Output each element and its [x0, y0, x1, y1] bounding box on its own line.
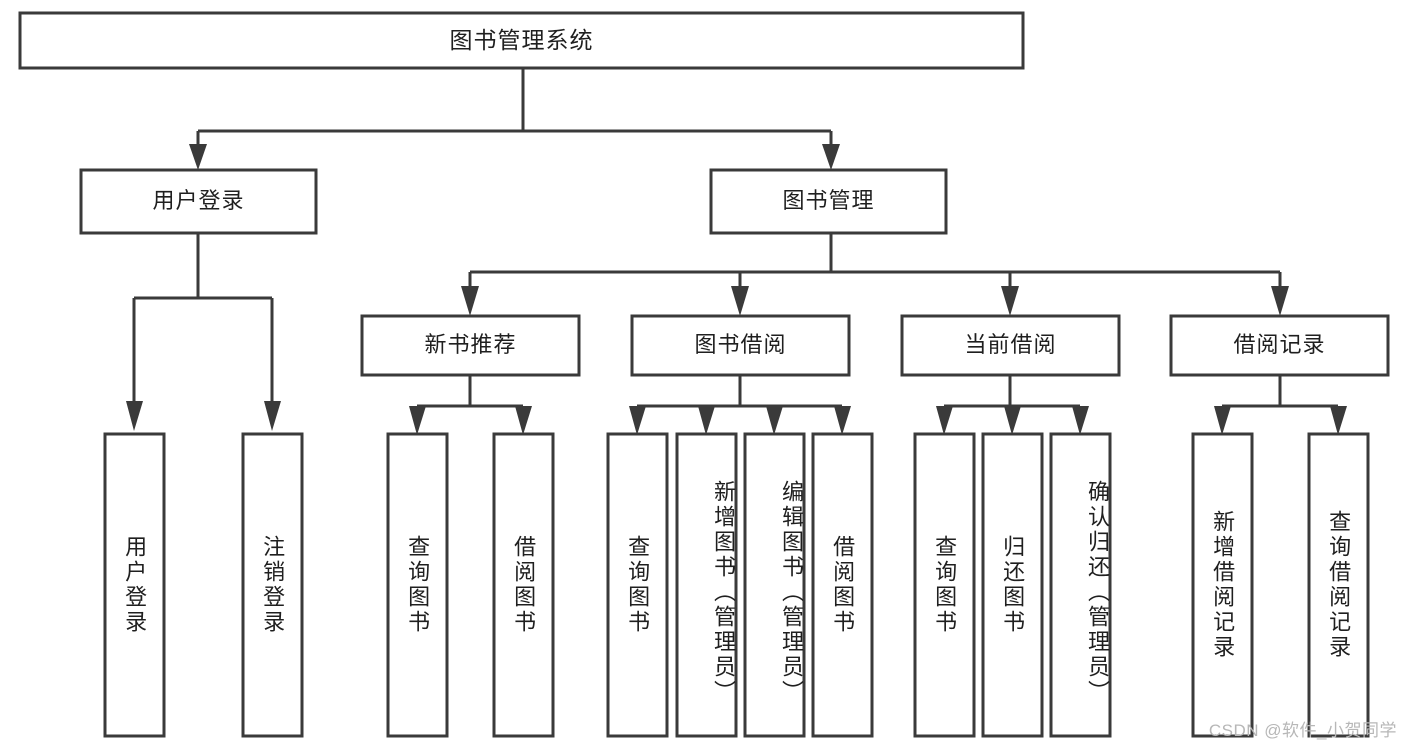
- arrow-leaf-borrow-book-2: [834, 406, 851, 435]
- node-borrow-record-box[interactable]: [1169, 314, 1390, 377]
- leaf-return-book-box[interactable]: [981, 432, 1044, 738]
- leaf-query-book-2-box[interactable]: [606, 432, 669, 738]
- arrow-current-borrow: [1001, 286, 1019, 316]
- arrow-leaf-borrow-book-1: [515, 406, 532, 435]
- arrow-leaf-add-borrow-record: [1214, 406, 1231, 435]
- leaf-edit-book-box[interactable]: [743, 432, 806, 738]
- leaf-add-book-box[interactable]: [675, 432, 738, 738]
- arrow-leaf-query-borrow-record: [1330, 406, 1347, 435]
- arrow-leaf-query-book-1: [409, 406, 426, 435]
- node-current-borrow-box[interactable]: [900, 314, 1121, 377]
- leaf-borrow-book-1-box[interactable]: [492, 432, 555, 738]
- leaf-borrow-book-2-box[interactable]: [811, 432, 874, 738]
- arrow-leaf-edit-book: [766, 406, 783, 435]
- node-new-book-recommend-box[interactable]: [360, 314, 581, 377]
- arrow-leaf-logout-login: [264, 401, 281, 431]
- leaf-confirm-return-box[interactable]: [1049, 432, 1112, 738]
- arrow-leaf-return-book: [1004, 406, 1021, 435]
- arrow-leaf-query-book-2: [629, 406, 646, 435]
- arrow-leaf-user-login: [126, 401, 143, 431]
- leaf-query-book-1-box[interactable]: [386, 432, 449, 738]
- csdn-watermark: CSDN @软件_小贺同学: [1208, 721, 1397, 740]
- leaf-user-login-box[interactable]: [103, 432, 166, 738]
- node-book-manage-box[interactable]: [709, 168, 948, 235]
- node-book-borrow-box[interactable]: [630, 314, 851, 377]
- node-user-login-box[interactable]: [79, 168, 318, 235]
- arrow-book-borrow: [731, 286, 749, 316]
- arrow-leaf-query-book-3: [936, 406, 953, 435]
- leaf-query-borrow-record-box[interactable]: [1307, 432, 1370, 738]
- arrow-leaf-confirm-return: [1072, 406, 1089, 435]
- arrow-leaf-add-book: [698, 406, 715, 435]
- arrow-borrow-record: [1271, 286, 1289, 316]
- leaf-logout-login-box[interactable]: [241, 432, 304, 738]
- arrow-book-manage: [822, 144, 840, 170]
- leaf-query-book-3-box[interactable]: [913, 432, 976, 738]
- leaf-add-borrow-record-box[interactable]: [1191, 432, 1254, 738]
- node-root-box[interactable]: [18, 11, 1025, 70]
- arrow-user-login: [189, 144, 207, 170]
- arrow-new-book-recommend: [461, 286, 479, 316]
